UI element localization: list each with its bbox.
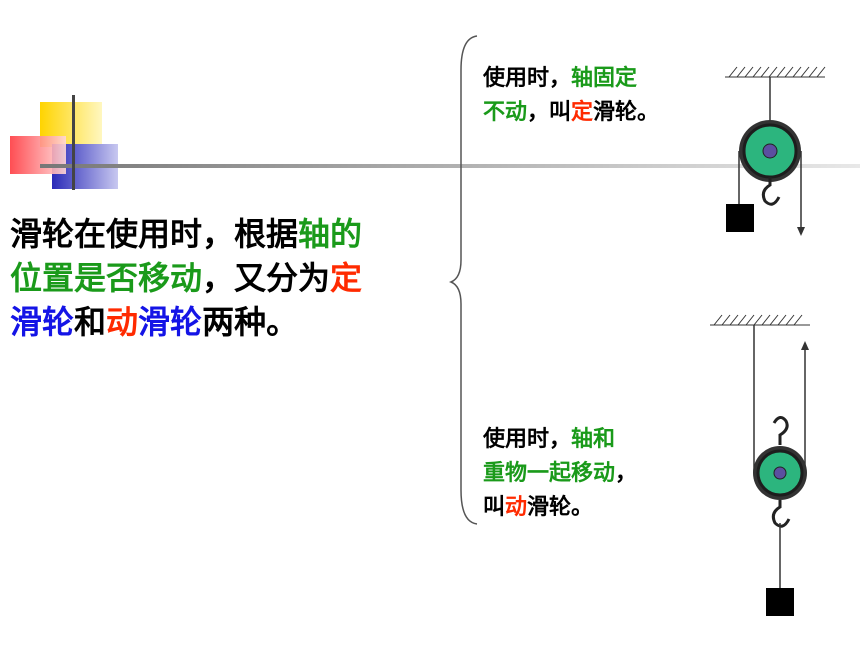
main-text-part: 和 bbox=[74, 303, 107, 341]
vertical-tick bbox=[72, 95, 75, 190]
movable-text-part: 叫 bbox=[483, 495, 506, 520]
fixed-pulley-diagram bbox=[725, 66, 826, 236]
moves-with-weight-keyword: 重物一起移动 bbox=[483, 461, 616, 486]
top-hook-icon bbox=[772, 416, 789, 445]
main-description: 滑轮在使用时，根据轴的 位置是否移动，又分为定 滑轮和动滑轮两种。 bbox=[10, 212, 450, 344]
axis-keyword: 轴的 bbox=[298, 215, 363, 253]
movable-text-part: 滑轮。 bbox=[527, 495, 594, 520]
fixed-text-part: ，叫 bbox=[527, 100, 572, 125]
pulley-keyword: 滑轮 bbox=[138, 303, 203, 341]
pull-arrow-head bbox=[797, 227, 805, 236]
movable-keyword: 动 bbox=[106, 303, 139, 341]
fixed-text-part: 使用时， bbox=[483, 66, 572, 91]
movable-keyword: 动 bbox=[505, 495, 528, 520]
movable-pulley-diagram bbox=[710, 314, 810, 616]
ceiling-hatch bbox=[710, 314, 810, 326]
not-move-keyword: 不动 bbox=[483, 100, 528, 125]
main-text-part: ，又分为 bbox=[202, 259, 331, 297]
movable-text-part: ， bbox=[615, 461, 638, 486]
pulley-keyword: 滑轮 bbox=[10, 303, 75, 341]
axis-and-keyword: 轴和 bbox=[571, 427, 616, 452]
horizontal-rule bbox=[40, 164, 860, 168]
pulley-axle bbox=[762, 143, 778, 159]
bottom-hook-icon bbox=[771, 500, 791, 528]
fixed-pulley-description: 使用时，轴固定 不动，叫定滑轮。 bbox=[483, 62, 723, 130]
pull-arrow-head bbox=[801, 341, 809, 350]
fixed-keyword: 定 bbox=[571, 100, 594, 125]
fixed-keyword: 定 bbox=[330, 259, 363, 297]
movable-pulley-description: 使用时，轴和 重物一起移动， 叫动滑轮。 bbox=[483, 423, 723, 525]
movable-text-part: 使用时， bbox=[483, 427, 572, 452]
position-moves-keyword: 位置是否移动 bbox=[10, 259, 203, 297]
ceiling-hatch bbox=[725, 66, 826, 78]
weight-block bbox=[726, 204, 754, 232]
pulley-axle bbox=[773, 466, 787, 480]
red-square bbox=[10, 136, 66, 174]
axis-fixed-keyword: 轴固定 bbox=[571, 66, 638, 91]
decorative-header-graphic bbox=[10, 95, 860, 190]
weight-block bbox=[766, 588, 794, 616]
curly-brace bbox=[448, 35, 478, 525]
main-text-part: 滑轮在使用时，根据 bbox=[10, 215, 299, 253]
main-text-part: 两种。 bbox=[202, 303, 299, 341]
hook-icon bbox=[761, 177, 781, 206]
fixed-text-part: 滑轮。 bbox=[593, 100, 660, 125]
